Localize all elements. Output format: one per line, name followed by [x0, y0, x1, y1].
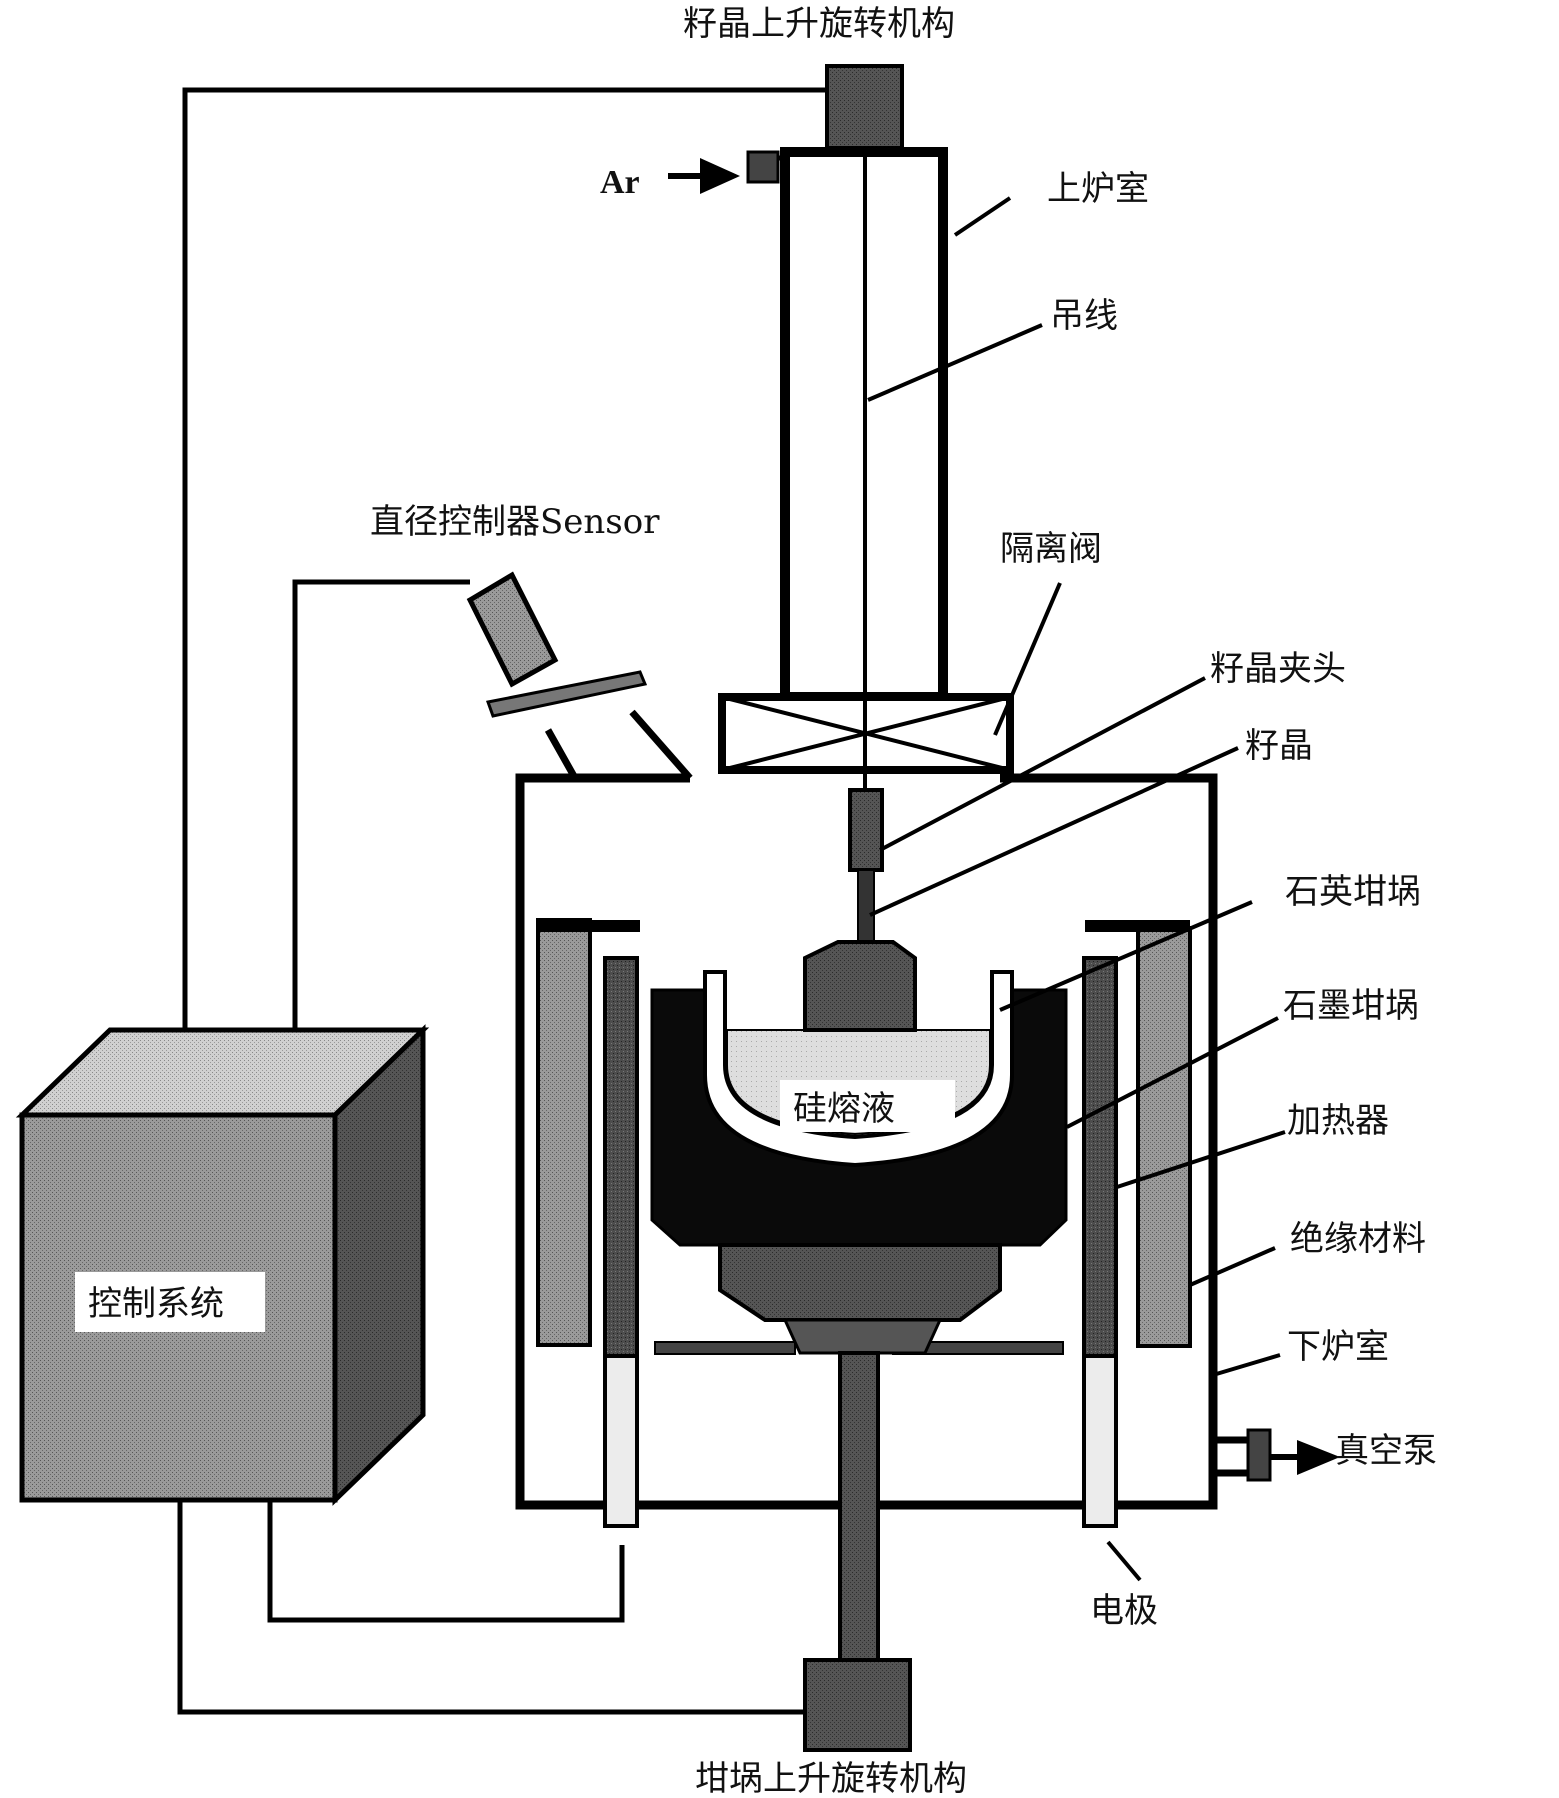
label-sensor: 直径控制器Sensor — [370, 502, 660, 542]
lower-chamber — [515, 709, 1272, 1510]
crucible-shaft — [838, 1351, 880, 1665]
crystal-ingot — [803, 940, 917, 1032]
control-wiring — [177, 87, 828, 1715]
label-wire: 吊线 — [1050, 296, 1118, 336]
label-electrode: 电极 — [1090, 1591, 1158, 1631]
label-heater: 加热器 — [1287, 1101, 1389, 1141]
seed-crystal — [857, 869, 875, 943]
label-crucible-lift: 坩埚上升旋转机构 — [695, 1759, 967, 1798]
heat-shield-plate — [654, 1318, 1064, 1355]
crucible-lift-mechanism — [803, 1658, 912, 1752]
control-system-box — [15, 1024, 430, 1506]
label-seed-lift: 籽晶上升旋转机构 — [683, 4, 955, 44]
ar-inlet-arrow — [668, 158, 740, 194]
vacuum-pump-arrow — [1270, 1440, 1340, 1475]
label-graphite-crucible: 石墨坩埚 — [1283, 986, 1419, 1026]
seed-chuck — [848, 788, 884, 872]
leader-lines — [867, 196, 1286, 1582]
diameter-sensor — [466, 571, 648, 718]
label-control-system: 控制系统 — [88, 1284, 224, 1324]
label-seed: 籽晶 — [1245, 726, 1313, 766]
label-insulation: 绝缘材料 — [1290, 1219, 1426, 1259]
electrode-left — [603, 1354, 639, 1528]
melt-label-bg — [780, 1080, 955, 1132]
electrode-right — [1082, 1354, 1118, 1528]
upper-chamber — [746, 147, 948, 702]
label-ar: Ar — [600, 164, 640, 201]
insulation — [536, 918, 1192, 1348]
label-vacuum-pump: 真空泵 — [1335, 1431, 1437, 1471]
heater — [603, 956, 1118, 1528]
label-melt: 硅熔液 — [793, 1089, 895, 1129]
label-lower-chamber: 下炉室 — [1287, 1327, 1389, 1367]
quartz-crucible — [703, 970, 1014, 1168]
label-quartz-crucible: 石英坩埚 — [1285, 872, 1421, 912]
label-isolation-valve: 隔离阀 — [1000, 529, 1102, 569]
crucible-support — [718, 1243, 1002, 1322]
label-seed-chuck: 籽晶夹头 — [1210, 649, 1346, 689]
label-upper-chamber: 上炉室 — [1047, 169, 1149, 209]
seed-lift-mechanism — [825, 64, 904, 150]
control-system-label-bg — [75, 1272, 265, 1332]
